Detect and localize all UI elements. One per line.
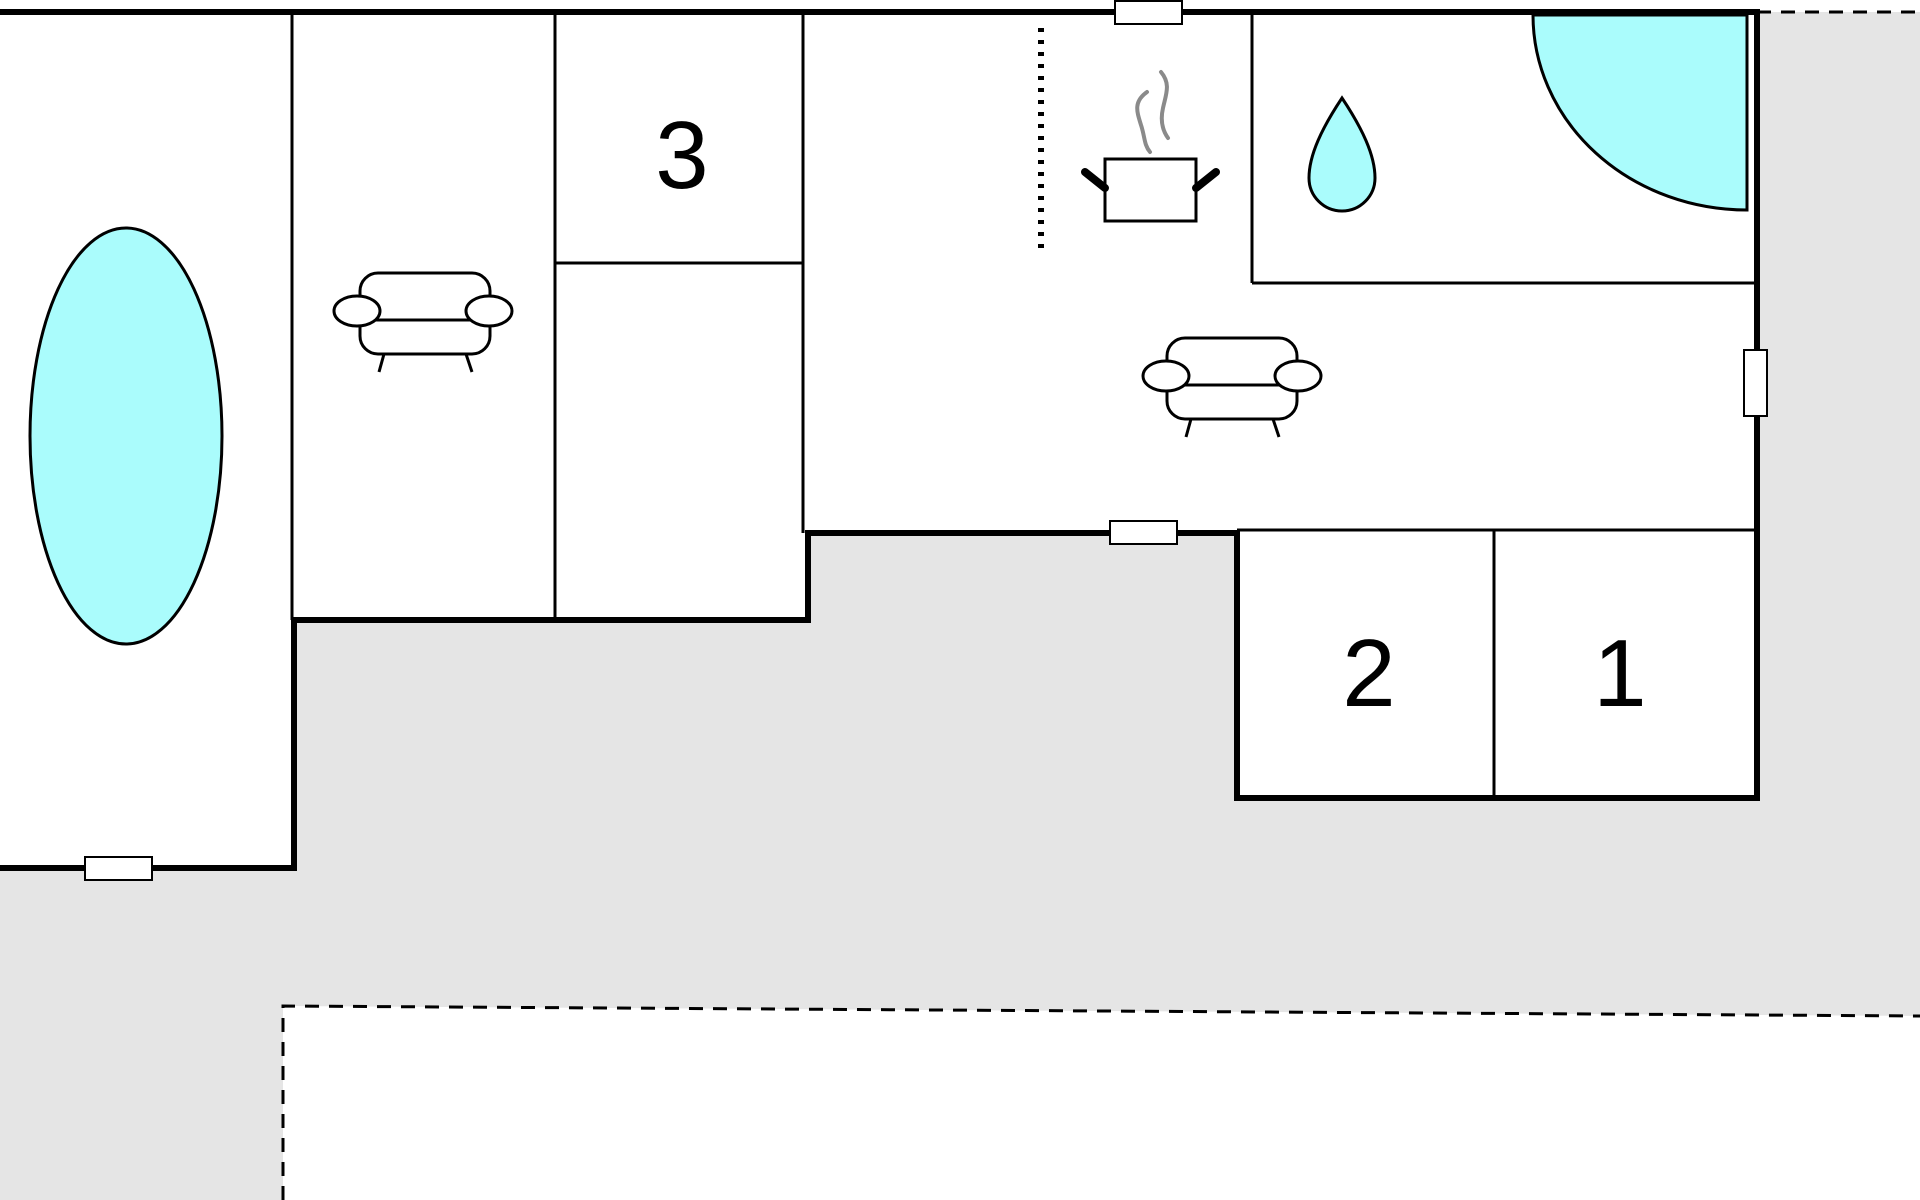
- water-drop-icon: [1307, 95, 1377, 213]
- room-3-label: 3: [655, 102, 708, 209]
- cooking-pot-icon: [1081, 70, 1220, 223]
- pool-icon: [28, 226, 224, 646]
- outdoor-terrace: [0, 12, 1920, 1200]
- room-1-label: 1: [1593, 620, 1646, 727]
- sofa-icon: [332, 271, 514, 373]
- window-icon: [1109, 520, 1178, 545]
- house-interior: [0, 12, 1757, 868]
- window-icon: [84, 856, 153, 881]
- window-icon: [1743, 349, 1768, 417]
- sofa-icon: [1141, 336, 1323, 438]
- room-2-label: 2: [1342, 620, 1395, 727]
- shower-icon: [1531, 13, 1749, 212]
- garden-boundary-bottom: [281, 1004, 1920, 1200]
- lower-garden: [283, 1006, 1920, 1200]
- window-icon: [1114, 0, 1183, 25]
